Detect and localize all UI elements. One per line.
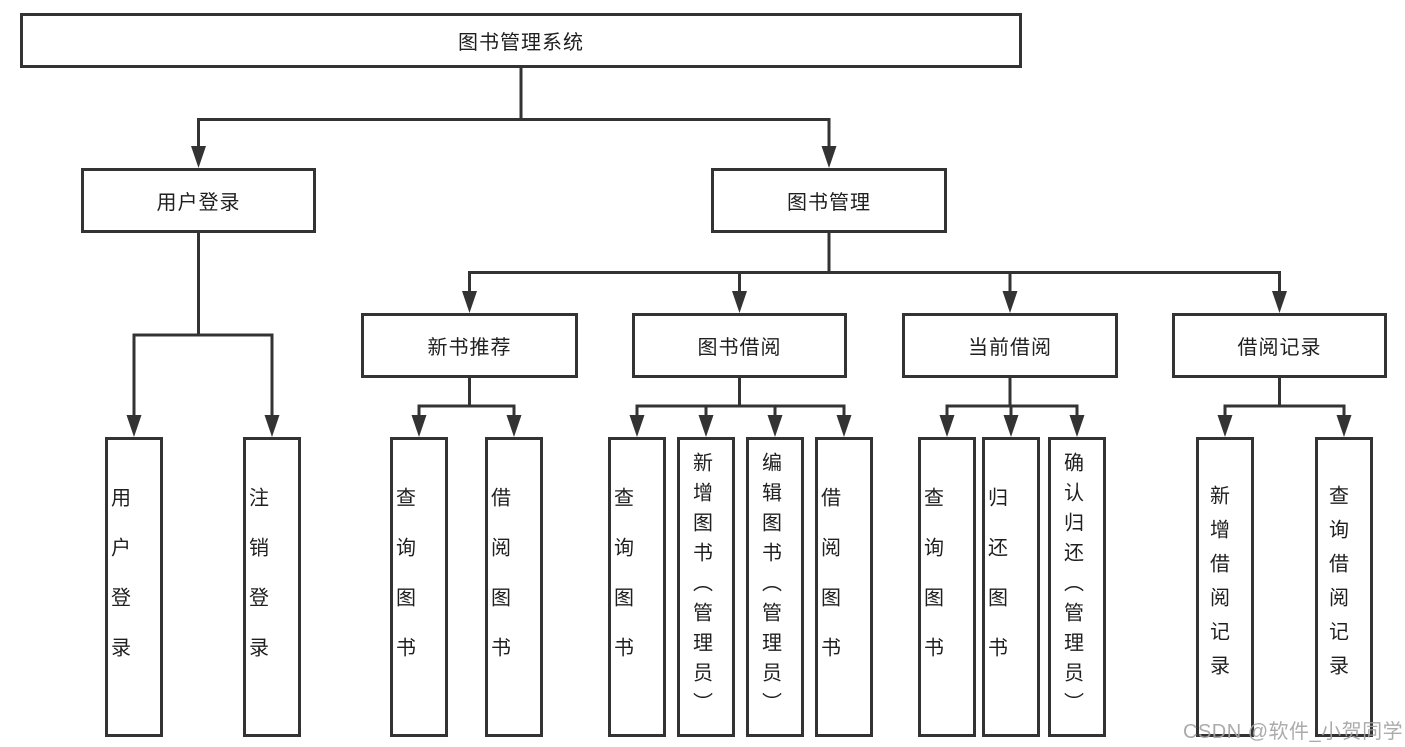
node-label: 归还图书 xyxy=(984,487,1007,687)
node-leaf-records-query-record: 查询借阅记录 xyxy=(1315,437,1373,737)
connector-recommend-group xyxy=(411,378,522,437)
node-book-borrow: 图书借阅 xyxy=(632,313,847,378)
node-leaf-borrow-borrow-books: 借阅图书 xyxy=(815,437,873,737)
node-user-login-branch: 用户登录 xyxy=(81,168,316,233)
node-label: 查询借阅记录 xyxy=(1325,485,1348,689)
node-leaf-borrow-add-books-admin: 新增图书（管理员） xyxy=(677,437,735,737)
node-leaf-recommend-query-books: 查询图书 xyxy=(390,437,448,737)
node-label: 新增图书（管理员） xyxy=(689,452,712,722)
node-label: 图书管理系统 xyxy=(458,32,584,54)
node-new-book-recommend: 新书推荐 xyxy=(361,313,578,378)
csdn-watermark: CSDN @软件_小贺同学 xyxy=(1183,721,1404,743)
node-label: 用户登录 xyxy=(156,192,241,214)
connector-current-group xyxy=(939,378,1085,437)
node-leaf-current-query-books: 查询图书 xyxy=(918,437,976,737)
node-leaf-current-return-books: 归还图书 xyxy=(982,437,1040,737)
node-label: 用户登录 xyxy=(107,487,130,687)
node-label: 查询图书 xyxy=(610,487,633,687)
node-label: 注销登录 xyxy=(245,487,268,687)
node-root-system: 图书管理系统 xyxy=(20,13,1022,68)
connector-root-to-level2 xyxy=(191,68,837,168)
connector-user-login-group xyxy=(126,233,280,437)
node-label: 新书推荐 xyxy=(427,337,512,359)
node-label: 查询图书 xyxy=(392,487,415,687)
node-label: 借阅图书 xyxy=(817,487,840,687)
connector-borrow-group xyxy=(629,378,852,437)
node-book-management-branch: 图书管理 xyxy=(711,168,947,233)
node-leaf-logout: 注销登录 xyxy=(243,437,301,737)
node-label: 借阅图书 xyxy=(487,487,510,687)
node-leaf-borrow-query-books: 查询图书 xyxy=(608,437,666,737)
node-leaf-user-login: 用户登录 xyxy=(105,437,163,737)
node-leaf-recommend-borrow-books: 借阅图书 xyxy=(485,437,543,737)
node-label: 编辑图书（管理员） xyxy=(758,452,781,722)
node-label: 借阅记录 xyxy=(1237,337,1322,359)
node-label: 新增借阅记录 xyxy=(1206,485,1229,689)
node-label: 确认归还（管理员） xyxy=(1060,452,1083,722)
connector-book-mgmt-to-level3 xyxy=(462,233,1287,313)
node-leaf-borrow-edit-books-admin: 编辑图书（管理员） xyxy=(746,437,804,737)
node-current-borrow: 当前借阅 xyxy=(902,313,1118,378)
node-borrow-records: 借阅记录 xyxy=(1172,313,1387,378)
node-label: 查询图书 xyxy=(920,487,943,687)
node-label: 图书借阅 xyxy=(697,337,782,359)
connector-records-group xyxy=(1217,378,1352,437)
node-label: 图书管理 xyxy=(787,192,871,214)
node-leaf-current-confirm-return-admin: 确认归还（管理员） xyxy=(1048,437,1106,737)
node-label: 当前借阅 xyxy=(968,337,1052,359)
node-leaf-records-add-record: 新增借阅记录 xyxy=(1196,437,1254,737)
